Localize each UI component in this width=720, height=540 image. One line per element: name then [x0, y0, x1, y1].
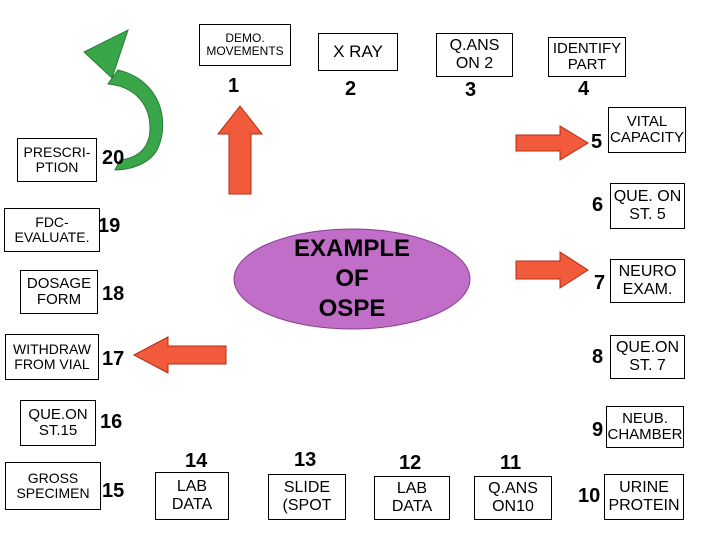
station-9-number: 9: [592, 419, 604, 441]
station-17-box: WITHDRAW FROM VIAL: [5, 334, 99, 380]
station-14-number: 14: [185, 450, 208, 472]
station-10-box: URINE PROTEIN: [604, 474, 684, 520]
station-19-number: 19: [98, 215, 121, 237]
station-7-box: NEURO EXAM.: [610, 259, 685, 303]
right-arrow-5: [515, 125, 589, 161]
station-17-number: 17: [102, 348, 125, 370]
center-ellipse: [233, 228, 471, 330]
station-4-box: IDENTIFY PART: [548, 37, 626, 77]
station-13-box: SLIDE (SPOT: [268, 474, 346, 520]
station-2-box: X RAY: [318, 33, 398, 71]
station-15-box: GROSS SPECIMEN: [5, 462, 101, 510]
station-14-box: LAB DATA: [155, 472, 229, 520]
station-6-box: QUE. ON ST. 5: [610, 183, 685, 229]
center-label: EXAMPLE OF OSPE: [293, 235, 410, 322]
station-16-box: QUE.ON ST.15: [20, 400, 96, 446]
station-3-box: Q.ANS ON 2: [436, 33, 513, 77]
station-20-number: 20: [102, 147, 125, 169]
station-15-number: 15: [102, 480, 125, 502]
station-1-box: DEMO. MOVEMENTS: [199, 24, 291, 66]
station-12-number: 12: [399, 452, 422, 474]
station-5-box: VITAL CAPACITY: [608, 107, 686, 153]
up-arrow: [216, 105, 264, 195]
station-1-number: 1: [228, 75, 240, 97]
station-13-number: 13: [294, 449, 317, 471]
station-9-box: NEUB. CHAMBER: [606, 406, 684, 448]
station-20-box: PRESCRI- PTION: [17, 138, 97, 182]
station-8-box: QUE.ON ST. 7: [610, 335, 685, 379]
station-10-number: 10: [578, 485, 601, 507]
station-3-number: 3: [465, 79, 477, 101]
station-11-number: 11: [500, 452, 522, 474]
right-arrow-7: [515, 251, 589, 289]
station-11-box: Q.ANS ON10: [474, 476, 552, 520]
station-8-number: 8: [592, 346, 604, 368]
station-16-number: 16: [100, 411, 123, 433]
left-arrow-17: [132, 336, 227, 374]
station-18-box: DOSAGE FORM: [20, 270, 98, 314]
station-18-number: 18: [102, 283, 125, 305]
station-2-number: 2: [345, 78, 357, 100]
station-5-number: 5: [591, 131, 603, 153]
station-4-number: 4: [578, 78, 590, 100]
station-7-number: 7: [594, 272, 606, 294]
curved-green-arrow: [83, 29, 164, 171]
station-6-number: 6: [592, 194, 604, 216]
station-19-box: FDC- EVALUATE.: [4, 208, 100, 252]
station-12-box: LAB DATA: [374, 476, 450, 520]
